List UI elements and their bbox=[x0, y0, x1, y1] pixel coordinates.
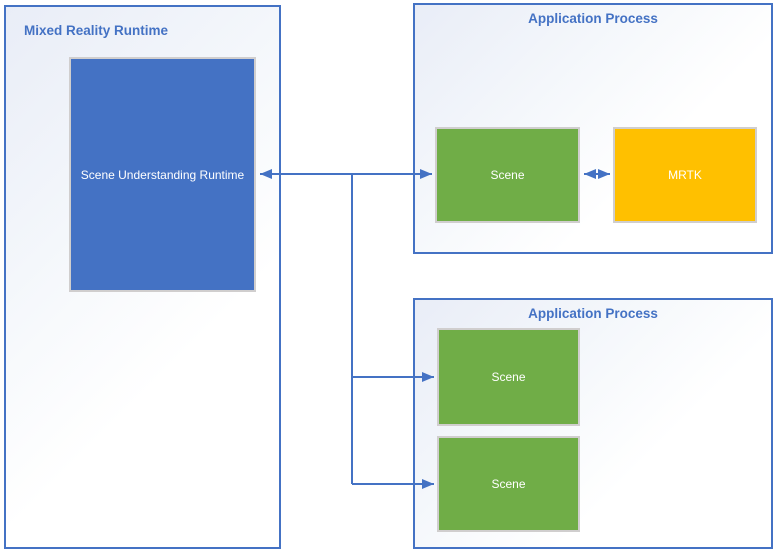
mrtk-box: MRTK bbox=[613, 127, 757, 223]
application-process-title-top: Application Process bbox=[528, 11, 658, 26]
mixed-reality-runtime-title: Mixed Reality Runtime bbox=[24, 23, 169, 38]
scene-box-bottom: Scene bbox=[437, 436, 580, 532]
application-process-title-bottom: Application Process bbox=[528, 306, 658, 321]
scene-understanding-runtime-box: Scene Understanding Runtime bbox=[69, 57, 256, 292]
scene-box-middle: Scene bbox=[437, 328, 580, 426]
scene-box-top: Scene bbox=[435, 127, 580, 223]
